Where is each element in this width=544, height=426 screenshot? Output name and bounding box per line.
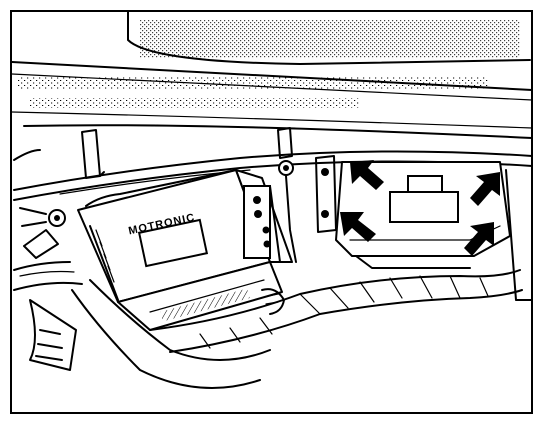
wiring-harness-left [13,261,271,389]
retaining-clip-center [277,127,293,159]
module-label-window [137,218,209,268]
connector-fasteners [243,185,281,263]
bracket-left [23,229,59,259]
arrow-upper-left-icon [350,160,384,190]
wiring-harness-main [149,269,523,353]
module-connector [117,261,283,331]
arrow-lower-right-icon [464,222,494,256]
retaining-clip-left [81,129,105,179]
removal-arrows [340,160,500,256]
windshield-glass [11,11,533,139]
relay-module-window [389,191,459,223]
arrow-lower-left-icon [340,212,376,242]
mounting-bolt-upper [278,160,297,263]
mounting-bolt-left [19,207,66,227]
trim-right [505,169,533,301]
motronic-control-unit: MOTRONIC [77,169,293,331]
arrow-upper-right-icon [470,172,500,206]
